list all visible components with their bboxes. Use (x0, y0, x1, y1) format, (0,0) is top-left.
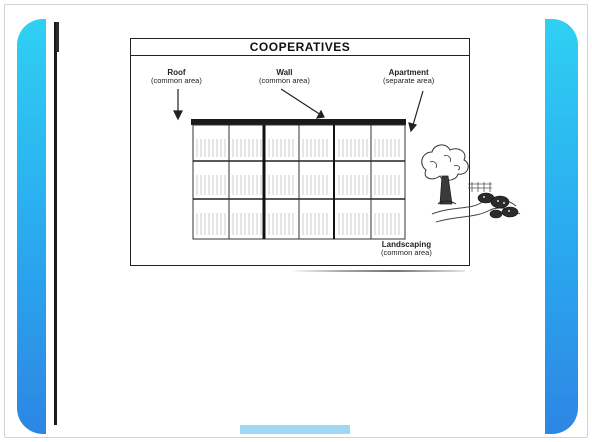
bottom-tab-strip (240, 425, 350, 434)
apartment-arrow (408, 90, 424, 133)
apartment-label-note: (separate area) (383, 76, 435, 85)
tree-landscaping-icon (421, 144, 521, 223)
wall-label: Wall (common area) (259, 69, 310, 85)
window-frame (4, 4, 588, 438)
left-margin-rule-top (56, 22, 59, 52)
roof-label-name: Roof (167, 68, 186, 77)
roof-label: Roof (common area) (151, 69, 202, 85)
wall-label-note: (common area) (259, 76, 310, 85)
diagram-title-bar: COOPERATIVES (131, 39, 469, 56)
scan-smudge-line (290, 270, 465, 272)
landscaping-label-note: (common area) (381, 248, 432, 257)
diagram-title: COOPERATIVES (249, 40, 351, 54)
roof-label-note: (common area) (151, 76, 202, 85)
apartment-label-name: Apartment (388, 68, 429, 77)
landscaping-label: Landscaping (common area) (381, 241, 432, 257)
building-body (192, 124, 406, 240)
diagram-box: COOPERATIVES Roof (common area) Wall (co… (130, 38, 470, 266)
window-hatching (196, 139, 400, 235)
apartment-label: Apartment (separate area) (383, 69, 434, 85)
wall-label-name: Wall (276, 68, 293, 77)
wall-arrow (280, 88, 325, 119)
roof-arrow (173, 89, 183, 121)
landscaping-label-name: Landscaping (381, 240, 432, 249)
building-illustration (173, 88, 424, 240)
roof-slab (191, 119, 406, 125)
left-margin-rule (54, 22, 57, 425)
